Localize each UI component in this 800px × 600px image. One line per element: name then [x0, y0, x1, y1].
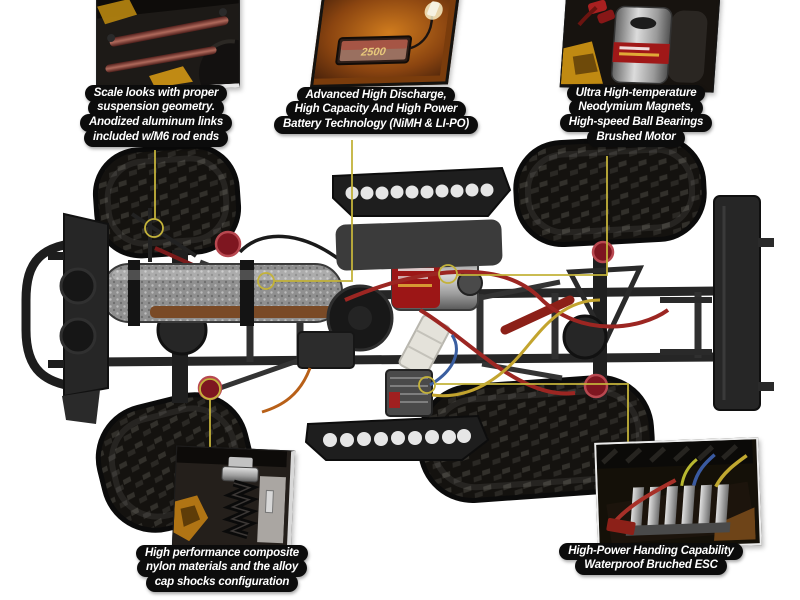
aluminum-link-rods — [105, 8, 229, 73]
rock-slider-top — [332, 166, 512, 217]
callout-text-line: Battery Technology (NiMH & LI-PO) — [274, 116, 478, 135]
callout-marker-esc — [418, 376, 436, 394]
callout-battery: Advanced High Discharge, High Capacity A… — [274, 86, 478, 135]
alloy-cap-shock-photo — [171, 445, 296, 553]
callout-text-line: Brushed Motor — [587, 129, 685, 147]
callout-text-line: suspension geometry. — [88, 99, 224, 118]
front-tube-bumper — [21, 212, 109, 424]
leader-line-battery — [274, 140, 353, 282]
callout-text-line: Neodymium Magnets, — [569, 99, 703, 118]
callout-text-line: High-Power Handing Capability — [559, 542, 743, 561]
callout-text-line: Ultra High-temperature — [566, 84, 706, 103]
esc-heatsink — [625, 484, 731, 536]
waterproof-esc-photo — [594, 437, 762, 551]
brushed-motor-photo — [559, 0, 721, 93]
rock-slider-bottom — [304, 414, 490, 461]
callout-marker-shocks — [199, 378, 221, 400]
motor-can — [610, 5, 673, 85]
callout-text-line: High-speed Ball Bearings — [559, 114, 713, 133]
callout-text-line: Waterproof Bruched ESC — [575, 557, 727, 576]
leader-line-motor — [457, 156, 608, 276]
callout-shocks: High performance composite nylon materia… — [122, 544, 322, 593]
shock-caps — [197, 230, 615, 401]
battery-cell: 2500 — [335, 35, 413, 66]
coil-shock — [221, 456, 260, 539]
callout-text-line: High performance composite — [136, 544, 308, 563]
callout-esc: High-Power Handing Capability Waterproof… — [536, 542, 766, 576]
callout-marker-suspension — [144, 218, 164, 238]
callout-text-line: Anodized aluminum links — [79, 114, 233, 133]
glowing-connector — [427, 1, 440, 17]
battery-pack-photo: 2500 — [309, 0, 461, 88]
body-panel — [335, 219, 503, 271]
motor-connectors — [577, 0, 615, 27]
battery-capacity-label: 2500 — [359, 46, 387, 59]
callout-text-line: High Capacity And High Power — [285, 101, 467, 120]
suspension-links-photo — [96, 0, 240, 95]
callout-marker-motor — [438, 264, 458, 284]
leader-line-esc — [436, 383, 629, 444]
esc-plug — [606, 517, 636, 536]
callout-motor: Ultra High-temperature Neodymium Magnets… — [542, 84, 730, 147]
callout-marker-battery — [257, 272, 275, 290]
rear-bumper — [713, 195, 774, 411]
callout-text-line: cap shocks configuration — [145, 574, 299, 593]
callout-suspension: Scale looks with proper suspension geome… — [58, 84, 254, 147]
callout-text-line: nylon materials and the alloy — [136, 559, 308, 578]
steering-servo — [297, 331, 355, 369]
callout-text-line: included w/M6 rod ends — [84, 129, 228, 147]
callout-text-line: Scale looks with proper — [84, 84, 228, 103]
wiring — [261, 269, 670, 414]
callout-text-line: Advanced High Discharge, — [296, 86, 456, 105]
